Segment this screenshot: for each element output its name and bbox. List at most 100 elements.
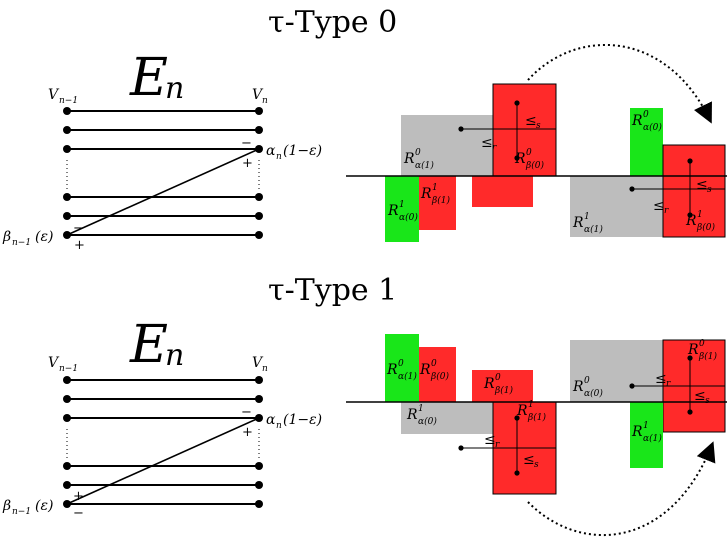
svg-text:R: R	[685, 213, 697, 229]
rect-gray-right	[570, 340, 663, 402]
svg-text:α(1): α(1)	[584, 224, 603, 235]
svg-text:1: 1	[643, 421, 649, 431]
rect-red-top	[492, 83, 557, 177]
label-R-alpha1-0: R 0 α(1)	[403, 148, 434, 171]
v-left-label: V	[48, 87, 60, 103]
title-type1: τ-Type 1	[268, 273, 397, 308]
label-R-alpha0-1: R 1 α(0)	[406, 404, 437, 427]
En-subscript: n	[165, 71, 184, 106]
leq-r-subscript: r	[664, 206, 669, 216]
alpha-label: α	[266, 143, 276, 159]
svg-text:0: 0	[415, 148, 421, 158]
beta-subscript: n−1	[12, 238, 31, 248]
svg-text:R: R	[387, 203, 399, 219]
svg-text:1: 1	[584, 212, 590, 222]
order-arrows	[461, 358, 725, 473]
label-R-beta1-0: R 0 β(1)	[483, 373, 513, 396]
rect-green-bot	[385, 176, 419, 242]
order-arrows	[461, 103, 725, 215]
leq-r-subscript: r	[666, 379, 671, 389]
rect-red-top-mid	[472, 370, 533, 402]
svg-text:0: 0	[398, 359, 404, 369]
label-R-alpha1-1: R 1 α(1)	[572, 212, 603, 235]
svg-text:R: R	[516, 403, 528, 419]
rect-red-bot-small	[472, 176, 533, 207]
alpha-arg: (1−ε)	[283, 143, 322, 159]
dotted-gap	[66, 160, 260, 192]
svg-text:0: 0	[699, 339, 705, 349]
v-right-subscript: n	[262, 96, 268, 106]
swap-arrow	[527, 441, 716, 537]
svg-text:0: 0	[495, 373, 501, 383]
svg-text:1: 1	[418, 404, 424, 414]
rect-gray-bot	[401, 402, 493, 434]
beta-arg: (ε)	[35, 229, 53, 245]
svg-text:R: R	[572, 379, 584, 395]
leq-r-subscript: r	[495, 440, 500, 450]
alpha-label: α	[266, 412, 276, 428]
svg-text:α(0): α(0)	[584, 388, 603, 399]
v-right-subscript: n	[262, 364, 268, 374]
plus-sign: +	[242, 425, 253, 440]
v-left-subscript: n−1	[59, 364, 78, 374]
label-R-alpha0-1: R 1 α(0)	[387, 200, 418, 223]
panel-type0: τ-Type 0 E n V n−1 V n	[2, 5, 727, 253]
label-R-alpha0-0: R 0 α(0)	[572, 376, 603, 399]
edge-lines	[66, 379, 260, 505]
svg-text:β(1): β(1)	[527, 412, 546, 423]
svg-text:α(0): α(0)	[643, 122, 662, 133]
minus-sign: −	[73, 221, 84, 236]
svg-text:0: 0	[584, 376, 590, 386]
rect-red-bot	[419, 176, 456, 230]
svg-text:0: 0	[526, 148, 532, 158]
svg-text:α(0): α(0)	[418, 416, 437, 427]
alpha-arg: (1−ε)	[283, 412, 322, 428]
leq-r: ≤	[481, 135, 493, 151]
v-left-label: V	[48, 355, 60, 371]
beta-label: β	[2, 498, 11, 514]
label-R-beta0-0: R 0 β(0)	[419, 359, 449, 382]
svg-text:R: R	[631, 424, 643, 440]
v-right-label: V	[252, 87, 264, 103]
leq-s-subscript: s	[534, 460, 539, 470]
svg-text:β(0): β(0)	[430, 371, 449, 382]
marker-dots	[458, 355, 693, 476]
En-label: E	[129, 315, 168, 375]
svg-text:R: R	[420, 186, 432, 202]
svg-text:β(1): β(1)	[431, 195, 450, 206]
leq-r: ≤	[484, 432, 496, 448]
alpha-subscript: n	[276, 421, 282, 431]
leq-r: ≤	[653, 198, 665, 214]
label-R-alpha1-1: R 1 α(1)	[631, 421, 662, 444]
title-type0: τ-Type 0	[268, 5, 397, 40]
svg-text:1: 1	[528, 400, 534, 410]
rect-red-top-small	[419, 347, 456, 402]
label-R-beta0-1: R 1 β(0)	[685, 210, 715, 233]
leq-r-subscript: r	[492, 143, 497, 153]
svg-text:0: 0	[643, 110, 649, 120]
rects-type0: ≤ r ≤ s ≤ r ≤ s R 0 α(1) R 0 β(0) R 1 α(…	[346, 44, 727, 242]
vertex-dots	[63, 376, 263, 508]
edge-lines	[66, 110, 260, 236]
svg-text:1: 1	[399, 200, 405, 210]
leq-s: ≤	[694, 388, 706, 404]
rect-green-right	[630, 402, 663, 468]
leq-s: ≤	[525, 113, 537, 129]
marker-dots	[458, 100, 693, 218]
minus-sign: −	[241, 405, 252, 420]
v-left-subscript: n−1	[59, 96, 78, 106]
plus-sign: +	[74, 238, 85, 253]
leq-s: ≤	[696, 177, 708, 193]
svg-text:α(1): α(1)	[643, 433, 662, 444]
minus-sign: −	[241, 136, 252, 151]
En-label: E	[129, 48, 168, 108]
leq-s-subscript: s	[705, 396, 710, 406]
graph-type1: E n V n−1 V n	[2, 315, 322, 521]
label-R-alpha0-0: R 0 α(0)	[631, 110, 662, 133]
minus-sign: −	[73, 506, 84, 521]
vertex-dots	[63, 107, 263, 239]
svg-text:α(1): α(1)	[415, 160, 434, 171]
svg-text:R: R	[631, 113, 643, 129]
svg-text:0: 0	[431, 359, 437, 369]
